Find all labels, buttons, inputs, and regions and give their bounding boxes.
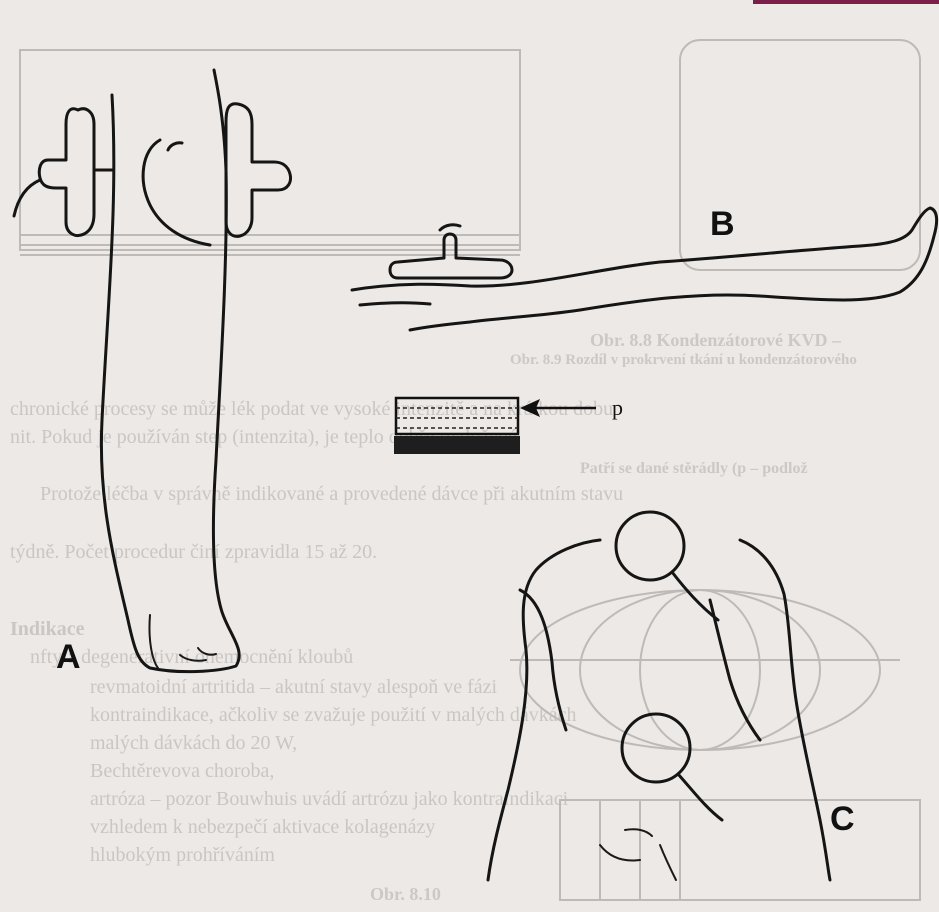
figure-label-a: A bbox=[56, 638, 81, 677]
electrode-plate bbox=[394, 398, 520, 454]
electrode-round-lower bbox=[622, 714, 722, 820]
bleed-through-shapes bbox=[20, 40, 920, 900]
figure-label-b: B bbox=[710, 205, 735, 244]
figure-label-c: C bbox=[830, 800, 855, 839]
electrode-right bbox=[226, 104, 291, 237]
leg-a-drawing bbox=[101, 70, 239, 672]
arrow-label-p: p bbox=[612, 395, 623, 421]
electrode-left bbox=[14, 109, 112, 236]
electrode-b bbox=[390, 225, 512, 278]
torso-c-drawing bbox=[488, 540, 830, 880]
arrow-diagram bbox=[520, 399, 596, 417]
